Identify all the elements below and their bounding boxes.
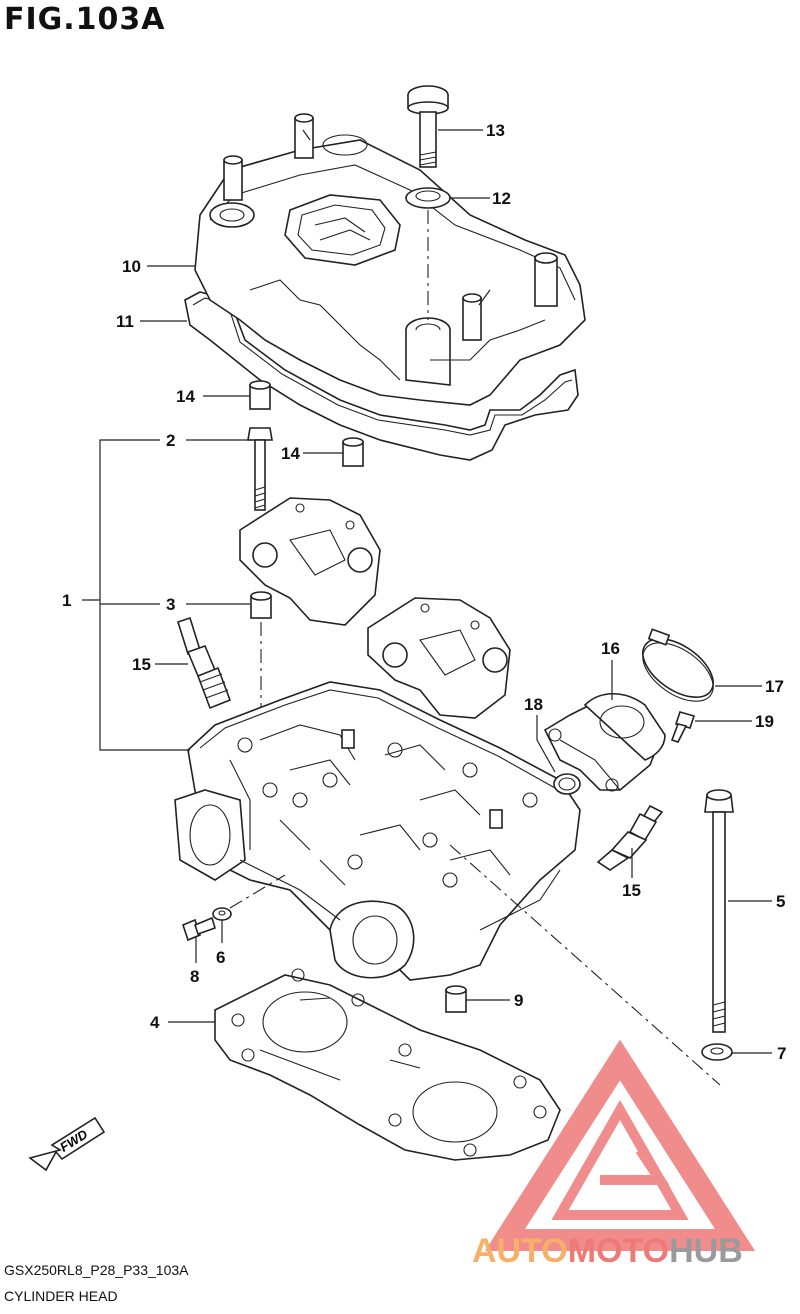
intake-pipe <box>543 693 666 792</box>
small-bolt <box>182 916 216 942</box>
callout-9: 9 <box>514 991 523 1010</box>
callout-7: 7 <box>777 1044 786 1063</box>
callout-14-lower: 14 <box>281 444 300 463</box>
callout-15-right: 15 <box>622 881 641 900</box>
dowel-pin-lower <box>342 437 364 467</box>
watermark-moto: MOTO <box>568 1232 669 1270</box>
callout-18: 18 <box>524 695 543 714</box>
valve-cover <box>194 113 586 406</box>
callout-10: 10 <box>122 257 141 276</box>
figure-title: FIG.103A <box>4 2 166 37</box>
callout-14-upper: 14 <box>176 387 195 406</box>
camshaft-holder-1 <box>239 497 381 626</box>
callout-15-left: 15 <box>132 655 151 674</box>
callout-4: 4 <box>150 1013 160 1032</box>
head-gasket <box>214 968 561 1161</box>
callout-6: 6 <box>216 948 225 967</box>
watermark-text: AUTOMOTOHUB <box>472 1232 743 1270</box>
assembly-bracket <box>99 439 190 751</box>
o-ring <box>553 773 581 795</box>
head-dowel <box>445 985 467 1013</box>
seal-washer <box>405 187 451 209</box>
forward-arrow: FWD <box>28 1116 106 1172</box>
cover-gasket <box>184 291 579 461</box>
dowel-pin-upper <box>249 380 271 410</box>
long-bolt-washer <box>701 1043 733 1061</box>
camshaft-holder-2 <box>367 597 511 719</box>
callout-5: 5 <box>776 892 785 911</box>
spark-plug-right <box>596 804 664 871</box>
watermark-hub: HUB <box>669 1232 743 1270</box>
callout-13: 13 <box>486 121 505 140</box>
model-code: GSX250RL8_P28_P33_103A <box>4 1262 189 1278</box>
cover-bolt <box>407 85 449 168</box>
camshaft-holder-bolt <box>247 427 273 511</box>
callout-8: 8 <box>190 967 199 986</box>
callout-2: 2 <box>166 431 175 450</box>
cylinder-head <box>174 681 581 981</box>
watermark-logo <box>484 1039 756 1251</box>
small-washer <box>212 907 232 921</box>
dowel-sleeve <box>250 591 272 619</box>
part-name: CYLINDER HEAD <box>4 1288 118 1304</box>
spark-plug-left <box>177 616 232 710</box>
callout-1: 1 <box>62 591 71 610</box>
callout-3: 3 <box>166 595 175 614</box>
callout-11: 11 <box>116 312 134 331</box>
callout-17: 17 <box>765 677 784 696</box>
hose-clamp <box>642 628 714 702</box>
leader-lines <box>82 129 772 1054</box>
callout-16: 16 <box>601 639 620 658</box>
callout-12: 12 <box>492 189 511 208</box>
long-bolt <box>704 789 734 1033</box>
intake-screw <box>670 711 696 743</box>
watermark-auto: AUTO <box>472 1232 568 1270</box>
callout-19: 19 <box>755 712 774 731</box>
